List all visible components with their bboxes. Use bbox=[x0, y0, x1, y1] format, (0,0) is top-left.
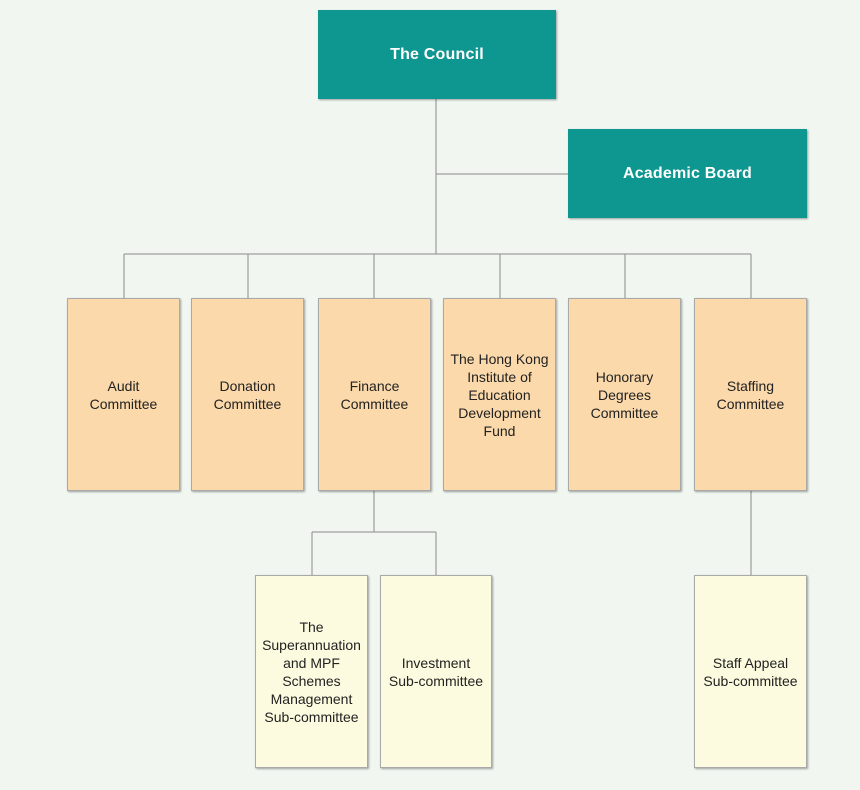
staffing-committee-box: Staffing Committee bbox=[694, 298, 807, 491]
donation-committee-box: Donation Committee bbox=[191, 298, 304, 491]
council-box: The Council bbox=[318, 10, 556, 99]
investment-subcommittee-box: Investment Sub-committee bbox=[380, 575, 492, 768]
superannuation-subcommittee-box: The Superannuation and MPF Schemes Manag… bbox=[255, 575, 368, 768]
academic-board-box: Academic Board bbox=[568, 129, 807, 218]
finance-committee-box: Finance Committee bbox=[318, 298, 431, 491]
audit-committee-box: Audit Committee bbox=[67, 298, 180, 491]
honorary-degrees-committee-box: Honorary Degrees Committee bbox=[568, 298, 681, 491]
staff-appeal-subcommittee-box: Staff Appeal Sub-committee bbox=[694, 575, 807, 768]
hkied-development-fund-box: The Hong Kong Institute of Education Dev… bbox=[443, 298, 556, 491]
